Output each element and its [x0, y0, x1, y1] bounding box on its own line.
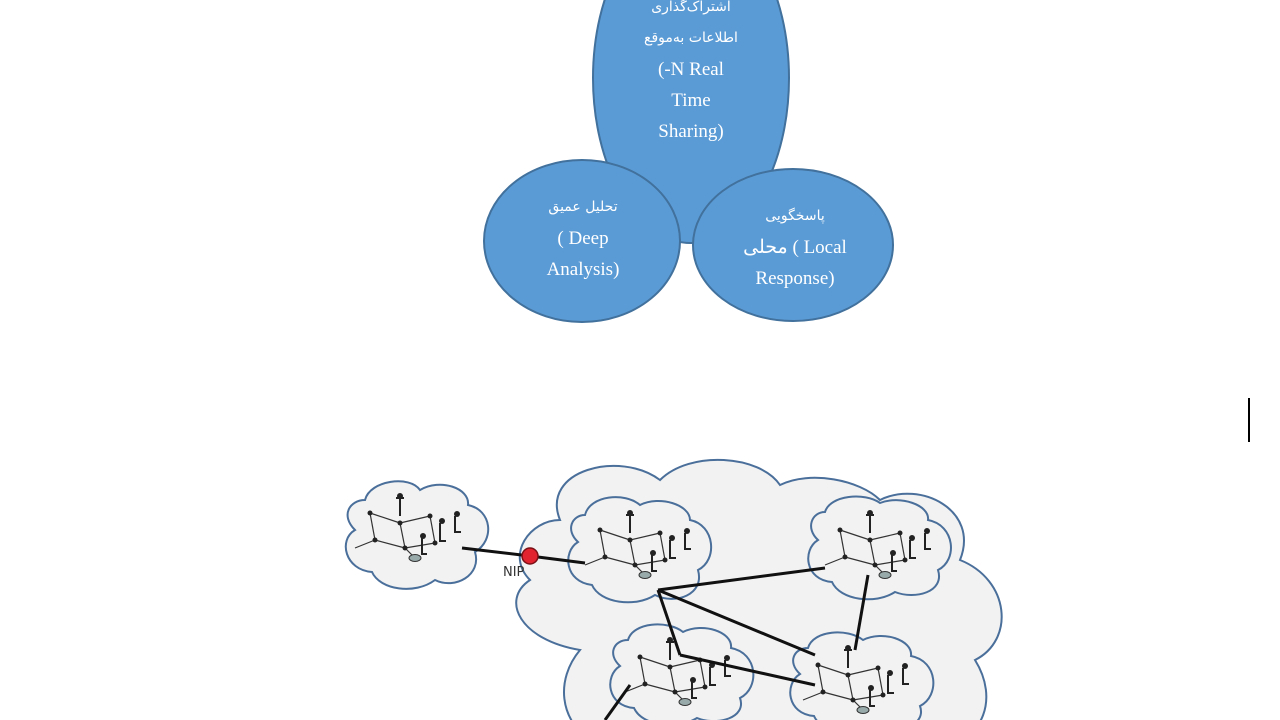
network-links [461, 546, 870, 720]
sub-cloud-3 [609, 623, 755, 720]
left-circle-label: تحلیل عمیق Deep ) (Analysis [500, 192, 666, 285]
left-circle-line-1: تحلیل عمیق [548, 199, 618, 215]
top-circle-label: اشتراک‌گذاری اطلاعات به‌موقع N Real-) Ti… [600, 0, 782, 147]
text-cursor [1248, 398, 1250, 442]
top-circle-line-4: Time [671, 90, 711, 111]
right-circle-line-1: پاسخگویی [765, 208, 825, 224]
left-circle-line-3: (Analysis [546, 259, 620, 280]
right-circle-label: پاسخگویی Local ) محلی (Response [712, 201, 878, 294]
top-circle-line-3: N Real-) [658, 59, 724, 80]
top-circle-line-1: اشتراک‌گذاری [651, 0, 731, 15]
top-circle-line-5: (Sharing [658, 121, 724, 142]
sub-cloud-1 [567, 496, 713, 604]
small-cloud [344, 480, 490, 590]
sub-cloud-4 [789, 631, 935, 720]
three-circle-diagram [483, 0, 894, 323]
right-circle-line-3: (Response [755, 268, 835, 289]
right-circle-line-2: Local ) محلی [743, 237, 847, 258]
nip-node [521, 547, 539, 565]
top-circle-line-2: اطلاعات به‌موقع [644, 30, 738, 46]
sub-cloud-2 [807, 495, 952, 601]
network-diagram [344, 458, 1003, 720]
left-circle [483, 159, 681, 323]
left-circle-line-2: Deep ) [557, 228, 609, 249]
nip-label: NIP [503, 565, 525, 580]
right-circle [692, 168, 894, 322]
